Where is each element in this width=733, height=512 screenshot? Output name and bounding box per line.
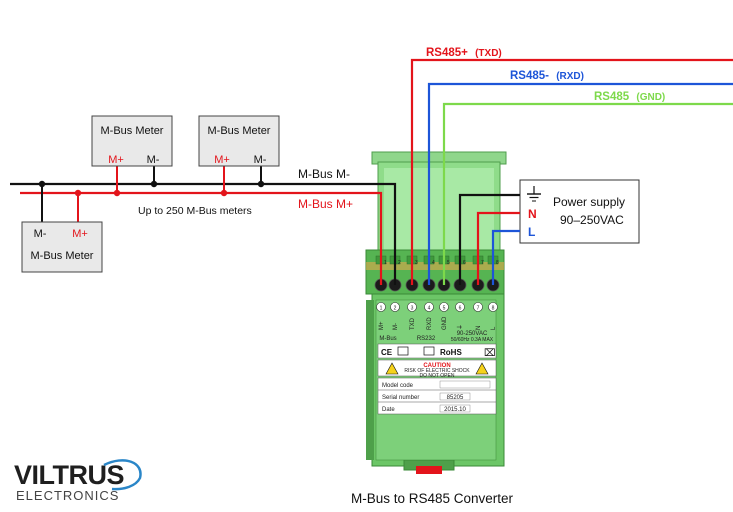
caution-line1: RISK OF ELECTRIC SHOCK bbox=[404, 368, 470, 374]
pin-number-3: 3 bbox=[411, 306, 414, 312]
pin-number-8: 8 bbox=[492, 306, 495, 312]
pin-circle-3 bbox=[407, 302, 417, 312]
pin-label-5: GND bbox=[442, 316, 448, 330]
rs485-minus-label: RS485- (RXD) bbox=[510, 70, 584, 82]
pin-label-7: N bbox=[476, 326, 482, 330]
meter-1-title: M-Bus Meter bbox=[101, 125, 164, 137]
mbus-wiring bbox=[10, 166, 397, 285]
book-icon bbox=[423, 346, 435, 356]
meter-2-mplus: M+ bbox=[214, 154, 230, 166]
ground-symbol-icon bbox=[527, 186, 541, 202]
meter-3-title: M-Bus Meter bbox=[31, 250, 94, 262]
rs485-gnd-prefix: RS485 bbox=[594, 91, 630, 103]
power-spec-text: 50/60Hz 0.3A MAX bbox=[451, 337, 494, 343]
terminal-number-8: 8 bbox=[496, 260, 499, 266]
pin-number-1: 1 bbox=[380, 306, 383, 312]
meter-3-mminus: M- bbox=[34, 228, 47, 240]
power-l-label: L bbox=[528, 225, 535, 239]
rs485-minus-prefix: RS485- bbox=[510, 70, 549, 82]
date-label: Date bbox=[382, 407, 395, 413]
pin-label-3: TXD bbox=[410, 317, 416, 330]
rs485-gnd-label: RS485 (GND) bbox=[594, 91, 665, 103]
pin-number-5: 5 bbox=[443, 306, 446, 312]
pin-circle-7 bbox=[473, 302, 483, 312]
model-code-label: Model code bbox=[382, 383, 414, 389]
terminal-number-6: 6 bbox=[463, 260, 466, 266]
meter-1-mplus: M+ bbox=[108, 154, 124, 166]
group-label-mbus: M-Bus bbox=[379, 336, 396, 342]
logo-sub-text: ELECTRONICS bbox=[16, 488, 119, 503]
power-supply-title: Power supply bbox=[553, 195, 625, 209]
pin-circle-1 bbox=[376, 302, 386, 312]
rs485-plus-suffix: (TXD) bbox=[475, 48, 502, 59]
pin-circle-4 bbox=[424, 302, 434, 312]
group-label-rs232: RS232 bbox=[417, 336, 436, 342]
weee-bin-icon: ⌧ bbox=[484, 348, 496, 359]
terminal-number-5: 5 bbox=[447, 260, 450, 266]
serial-number-value: 85205 bbox=[447, 395, 464, 401]
rs485-plus-prefix: RS485+ bbox=[426, 47, 468, 59]
mbus-meter-3: M- M+ M-Bus Meter bbox=[21, 221, 103, 273]
pin-circle-8 bbox=[488, 302, 498, 312]
pin-circle-5 bbox=[439, 302, 449, 312]
pin-label-1: M+ bbox=[379, 321, 385, 330]
terminal-number-2: 2 bbox=[398, 260, 401, 266]
terminal-number-3: 3 bbox=[415, 260, 418, 266]
diagram-caption: M-Bus to RS485 Converter bbox=[351, 491, 514, 506]
bus-mminus-label: M-Bus M- bbox=[298, 167, 350, 181]
pin-circle-2 bbox=[390, 302, 400, 312]
warning-right-icon bbox=[475, 362, 489, 375]
group-label-power: 90-250VAC bbox=[457, 331, 488, 337]
terminal-number-7: 7 bbox=[481, 260, 484, 266]
pin-circle-6 bbox=[455, 302, 465, 312]
manual-icon bbox=[397, 346, 409, 356]
bus-mplus-label: M-Bus M+ bbox=[298, 197, 353, 211]
terminal-number-1: 1 bbox=[384, 260, 387, 266]
serial-number-label: Serial number bbox=[382, 395, 419, 401]
pin-label-2: M- bbox=[393, 323, 399, 330]
meter-1-mminus: M- bbox=[147, 154, 160, 166]
rs485-plus-label: RS485+ (TXD) bbox=[426, 47, 502, 59]
ce-mark-icon: CE bbox=[381, 348, 393, 357]
mbus-meter-1: M-Bus Meter M+ M- bbox=[91, 115, 173, 167]
pin-number-7: 7 bbox=[477, 306, 480, 312]
warning-left-icon bbox=[385, 362, 399, 375]
pin-number-6: 6 bbox=[459, 306, 462, 312]
power-supply-range: 90–250VAC bbox=[560, 213, 624, 227]
meter-3-mplus: M+ bbox=[72, 228, 88, 240]
power-n-label: N bbox=[528, 207, 537, 221]
logo-swoosh-icon bbox=[103, 459, 142, 491]
pin-number-4: 4 bbox=[428, 306, 431, 312]
date-value: 2015.10 bbox=[444, 407, 466, 413]
caution-line2: DO NOT OPEN bbox=[420, 373, 455, 379]
power-wiring bbox=[458, 193, 520, 285]
bus-capacity-note: Up to 250 M-Bus meters bbox=[138, 205, 252, 217]
rs485-gnd-suffix: (GND) bbox=[636, 92, 665, 103]
pin-label-6: ⏚ bbox=[457, 324, 464, 330]
terminal-number-4: 4 bbox=[432, 260, 435, 266]
rs485-minus-suffix: (RXD) bbox=[556, 71, 584, 82]
rohs-mark: RoHS bbox=[440, 348, 462, 357]
pin-label-8: L bbox=[491, 326, 497, 330]
rs485-wiring bbox=[410, 58, 733, 285]
power-supply: Power supply 90–250VAC N L bbox=[519, 179, 640, 244]
pin-number-2: 2 bbox=[394, 306, 397, 312]
viltrus-logo: VILTRUS ELECTRONICS bbox=[14, 459, 142, 503]
pin-label-4: RXD bbox=[427, 317, 433, 330]
caution-title: CAUTION bbox=[423, 363, 450, 369]
mbus-meter-2: M-Bus Meter M+ M- bbox=[198, 115, 280, 167]
meter-2-mminus: M- bbox=[254, 154, 267, 166]
meter-2-title: M-Bus Meter bbox=[208, 125, 271, 137]
